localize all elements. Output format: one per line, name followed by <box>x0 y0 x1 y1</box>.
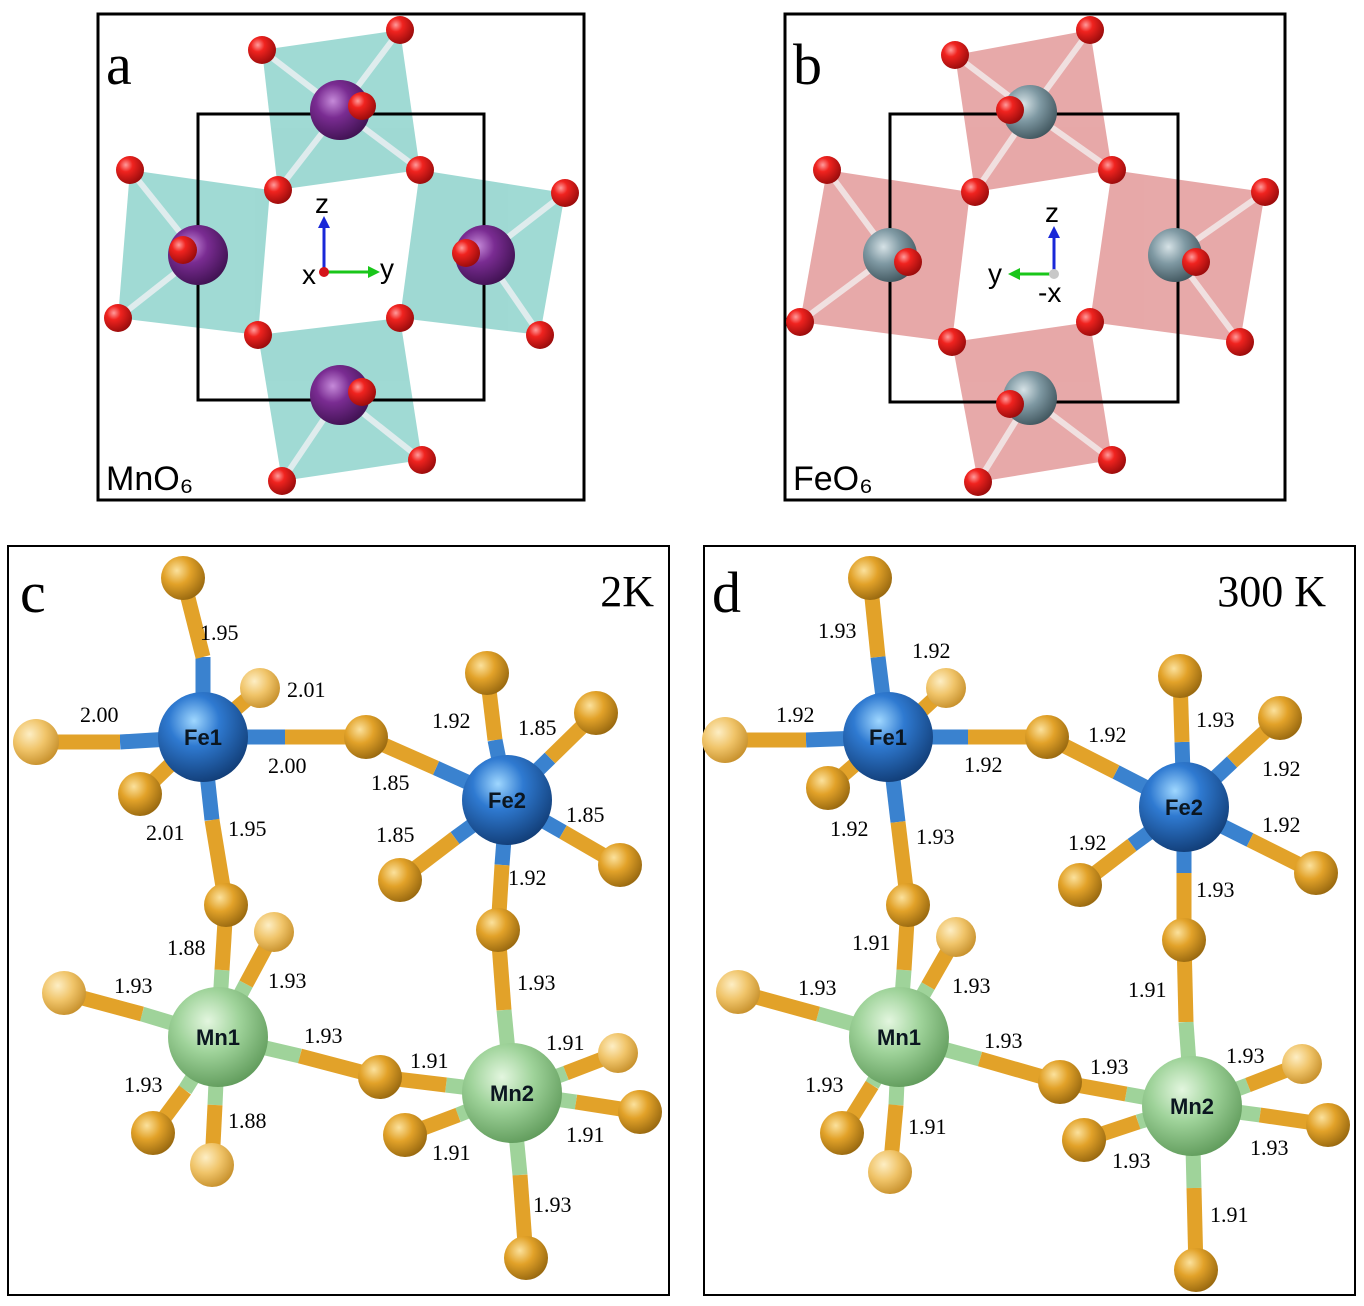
bond-label: 1.93 <box>952 973 991 998</box>
bond-label: 1.93 <box>517 970 556 995</box>
bond-label: 2.00 <box>268 753 307 778</box>
mn2-label-d: Mn2 <box>1170 1094 1214 1119</box>
bond-label: 1.93 <box>818 618 857 643</box>
bond-label: 2.01 <box>146 820 185 845</box>
fe1-label-d: Fe1 <box>869 725 907 750</box>
bond-label: 1.93 <box>916 824 955 849</box>
bond-label: 1.91 <box>432 1140 471 1165</box>
bond-label: 1.85 <box>518 715 557 740</box>
axis-z-label-a: z <box>315 188 329 219</box>
bond-label: 1.93 <box>114 973 153 998</box>
metal-atoms-d: Fe1 Fe2 Mn1 Mn2 <box>843 692 1242 1156</box>
fe2-atom-c <box>462 755 552 845</box>
panel-b-letter: b <box>793 32 822 97</box>
bond-label: 1.88 <box>167 935 206 960</box>
mn2-atom-c <box>462 1043 562 1143</box>
fe1-atom-c <box>158 692 248 782</box>
bond-label: 1.91 <box>852 930 891 955</box>
mno6-label: MnO₆ <box>106 460 193 498</box>
bond-label: 1.93 <box>533 1192 572 1217</box>
panel-c: Fe1 Fe2 Mn1 Mn2 1.95 2.01 2.00 2.00 2.01… <box>7 545 670 1296</box>
bond-label: 1.93 <box>1090 1054 1129 1079</box>
panel-d-letter: d <box>712 560 741 625</box>
fe1-atom-d <box>843 692 933 782</box>
bond-lengths-d: 1.93 1.92 1.92 1.92 1.92 1.93 1.92 1.93 … <box>776 618 1301 1227</box>
bond-label: 1.85 <box>566 802 605 827</box>
fe2-label-c: Fe2 <box>488 788 526 813</box>
metal-atoms-c: Fe1 Fe2 Mn1 Mn2 <box>158 692 562 1143</box>
bond-label: 1.91 <box>1128 977 1167 1002</box>
panel-a: z y x a MnO₆ <box>96 12 586 502</box>
bond-label: 1.93 <box>304 1023 343 1048</box>
bond-label: 1.91 <box>566 1122 605 1147</box>
panel-b: z y -x b FeO₆ <box>783 12 1287 502</box>
bond-label: 1.88 <box>228 1108 267 1133</box>
bond-label: 1.93 <box>1226 1043 1265 1068</box>
axis-x-label-b: -x <box>1038 277 1061 308</box>
bond-label: 1.93 <box>805 1072 844 1097</box>
axis-triad-b: z y -x <box>988 197 1061 308</box>
mn1-atom-d <box>849 987 949 1087</box>
mn2-atom-d <box>1142 1056 1242 1156</box>
bond-label: 1.92 <box>508 865 547 890</box>
bond-label: 1.92 <box>912 638 951 663</box>
bond-label: 1.93 <box>984 1028 1023 1053</box>
mn1-label-c: Mn1 <box>196 1025 240 1050</box>
bond-label: 1.85 <box>376 822 415 847</box>
bond-label: 1.93 <box>1196 877 1235 902</box>
panel-d-frame <box>703 545 1356 1296</box>
bond-label: 1.93 <box>1250 1135 1289 1160</box>
bond-label: 1.91 <box>908 1114 947 1139</box>
axis-y-label-b: y <box>988 258 1002 289</box>
oxygen-atoms-a <box>104 16 579 495</box>
mn2-label-c: Mn2 <box>490 1081 534 1106</box>
bond-label: 2.00 <box>80 702 119 727</box>
bond-label: 1.93 <box>1112 1148 1151 1173</box>
bond-label: 1.92 <box>1262 812 1301 837</box>
bond-label: 1.91 <box>1210 1202 1249 1227</box>
panel-d: Fe1 Fe2 Mn1 Mn2 1.93 1.92 1.92 1.92 1.92… <box>702 545 1356 1296</box>
bond-lengths-c: 1.95 2.01 2.00 2.00 2.01 1.95 1.92 1.85 … <box>80 620 605 1217</box>
bond-label: 1.93 <box>1196 707 1235 732</box>
o-atoms-d <box>702 556 1350 1292</box>
temperature-d: 300 K <box>1217 567 1326 616</box>
mn1-atom-c <box>168 987 268 1087</box>
fe2-atom-d <box>1139 762 1229 852</box>
oxygen-atoms-b <box>786 16 1279 496</box>
bond-label: 1.91 <box>546 1030 585 1055</box>
fe1-label-c: Fe1 <box>184 725 222 750</box>
bond-label: 1.85 <box>371 770 410 795</box>
o-atoms-c <box>13 556 662 1280</box>
axis-y-label-a: y <box>380 253 394 284</box>
panel-a-letter: a <box>106 32 132 97</box>
panel-c-letter: c <box>20 560 46 625</box>
axis-triad-a: z y x <box>302 188 394 290</box>
feo6-label: FeO₆ <box>793 460 873 498</box>
bond-label: 1.92 <box>1262 756 1301 781</box>
bond-label: 1.92 <box>1088 722 1127 747</box>
temperature-c: 2K <box>600 567 654 616</box>
bond-label: 1.93 <box>124 1072 163 1097</box>
bond-label: 1.95 <box>200 620 239 645</box>
panel-c-frame <box>7 545 670 1296</box>
axis-z-label-b: z <box>1045 197 1059 228</box>
bond-label: 1.92 <box>1068 830 1107 855</box>
bond-label: 1.92 <box>776 702 815 727</box>
bond-label: 1.92 <box>964 752 1003 777</box>
bond-label: 1.92 <box>830 816 869 841</box>
fe2-label-d: Fe2 <box>1165 795 1203 820</box>
bond-label: 1.93 <box>798 975 837 1000</box>
bond-label: 1.91 <box>410 1048 449 1073</box>
bond-label: 1.93 <box>268 968 307 993</box>
mn1-label-d: Mn1 <box>877 1025 921 1050</box>
axis-x-label-a: x <box>302 259 316 290</box>
bond-label: 1.95 <box>228 816 267 841</box>
bond-label: 2.01 <box>287 677 326 702</box>
bond-label: 1.92 <box>432 708 471 733</box>
